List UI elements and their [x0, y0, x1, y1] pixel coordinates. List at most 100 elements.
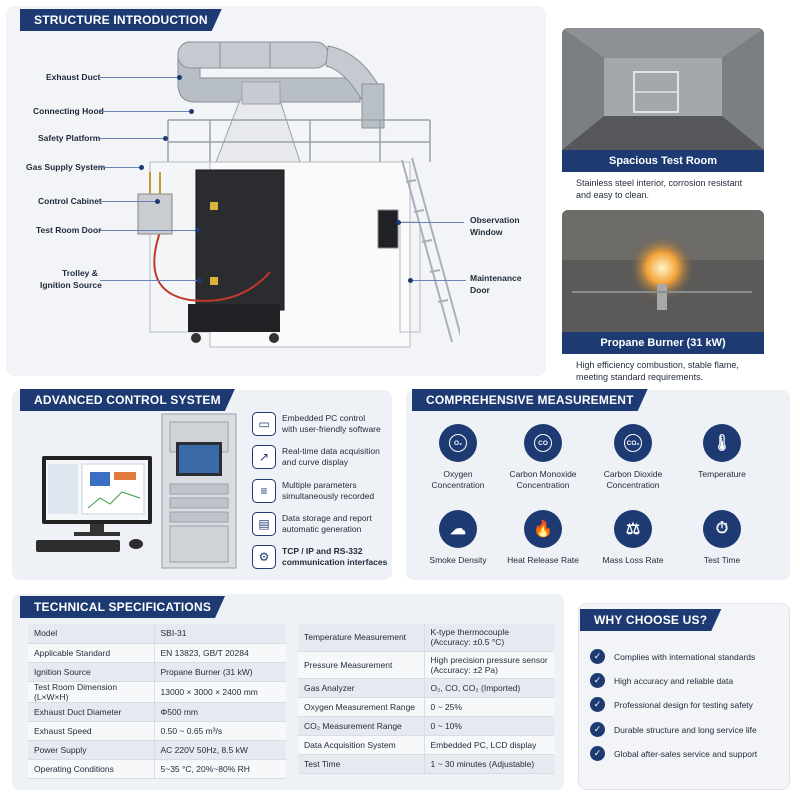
oxygen-icon: O₂: [439, 424, 477, 462]
test-room-photo: [562, 28, 764, 150]
check-icon: ✓: [590, 673, 605, 688]
measurement-label: Concentration: [431, 480, 485, 490]
machine-illustration: [137, 41, 460, 348]
spec-value: O₂, CO, CO₂ (Imported): [423, 678, 554, 698]
leader-line: [100, 278, 202, 283]
label-connecting-hood: Connecting Hood: [33, 106, 104, 116]
spec-value: 13000 × 3000 × 2400 mm: [153, 681, 286, 703]
why-item: ✓ High accuracy and reliable data: [590, 673, 733, 688]
spec-key: Test Time: [298, 754, 424, 774]
co2-icon: CO₂: [614, 424, 652, 462]
photo-card-burner: Propane Burner (31 kW) High efficiency c…: [562, 210, 764, 383]
flame-icon: 🔥: [524, 510, 562, 548]
database-icon: ≡: [252, 479, 276, 503]
measurement-label: Concentration: [606, 480, 660, 490]
spec-value: Embedded PC, LCD display: [423, 735, 554, 755]
measurement-label: Test Time: [703, 555, 741, 565]
feature-line: Embedded PC control: [282, 413, 366, 423]
table-row: Test Room Dimension (L×W×H)13000 × 3000 …: [28, 681, 286, 703]
feature-line: Multiple parameters: [282, 480, 357, 490]
spec-key: Model: [28, 624, 154, 644]
why-text: Durable structure and long service life: [614, 724, 757, 735]
measurement-label: Heat Release Rate: [507, 555, 579, 565]
control-title: ADVANCED CONTROL SYSTEM: [20, 389, 235, 411]
leader-line: [100, 228, 200, 233]
label-maintenance-line1: Maintenance: [470, 273, 522, 283]
spec-value: SBI-31: [153, 624, 286, 644]
spec-key: Gas Analyzer: [298, 678, 424, 698]
spec-key: Pressure Measurement: [298, 651, 424, 679]
photo-desc-line: and easy to clean.: [576, 190, 650, 200]
feature-line: simultaneously recorded: [282, 491, 375, 501]
photo-title: Spacious Test Room: [562, 150, 764, 172]
thermometer-icon: 🌡: [703, 424, 741, 462]
why-text: Professional design for testing safety: [614, 699, 753, 710]
label-trolley-line1: Trolley &: [62, 268, 98, 278]
spec-key: Ignition Source: [28, 662, 154, 682]
label-observation-line1: Observation: [470, 215, 520, 225]
feature-line: Real-time data acquisition: [282, 446, 380, 456]
photo-desc-line: Stainless steel interior, corrosion resi…: [576, 178, 743, 188]
spec-key: Temperature Measurement: [298, 624, 424, 652]
measurement-label: Concentration: [516, 480, 570, 490]
measurement-panel: [406, 390, 790, 580]
measurement-label: Oxygen: [443, 469, 473, 479]
smoke-icon: ☁: [439, 510, 477, 548]
spec-value: Propane Burner (31 kW): [153, 662, 286, 682]
check-icon: ✓: [590, 649, 605, 664]
spec-value: Φ500 mm: [153, 702, 286, 722]
leader-line: [100, 75, 182, 80]
spec-key: Exhaust Speed: [28, 721, 154, 741]
spec-value: 1 ~ 30 minutes (Adjustable): [423, 754, 554, 774]
check-icon: ✓: [590, 746, 605, 761]
photo-desc-line: High efficiency combustion, stable flame…: [576, 360, 739, 370]
specs-title: TECHNICAL SPECIFICATIONS: [20, 596, 225, 618]
label-exhaust-duct: Exhaust Duct: [46, 72, 101, 82]
why-panel: [578, 603, 790, 790]
feature-line: communication interfaces: [282, 557, 388, 567]
leader-line: [408, 278, 466, 283]
spec-value: EN 13823, GB/T 20284: [153, 643, 286, 663]
check-icon: ✓: [590, 722, 605, 737]
feature-line: with user-friendly software: [282, 424, 381, 434]
burner-photo: [562, 210, 764, 332]
stopwatch-icon: ⏱: [703, 510, 741, 548]
leader-line: [100, 165, 144, 170]
label-gas-supply: Gas Supply System: [26, 162, 106, 172]
control-equipment-illustration: [36, 413, 237, 569]
spec-key: Exhaust Duct Diameter: [28, 702, 154, 722]
leader-line: [100, 199, 160, 204]
spec-key: Operating Conditions: [28, 759, 154, 779]
leader-line: [100, 136, 168, 141]
why-text: Global after-sales service and support: [614, 748, 758, 759]
feature-line: TCP / IP and RS-332: [282, 546, 363, 556]
measurement-item: ⚖ Mass Loss Rate: [588, 510, 678, 566]
photo-description: High efficiency combustion, stable flame…: [562, 354, 764, 383]
why-text: Complies with international standards: [614, 651, 756, 662]
photo-card-test-room: Spacious Test Room Stainless steel inter…: [562, 28, 764, 201]
spec-key: Oxygen Measurement Range: [298, 697, 424, 717]
exhaust-duct-graphic: [177, 41, 385, 129]
label-safety-platform: Safety Platform: [38, 133, 101, 143]
spec-value: 0 ~ 10%: [423, 716, 554, 736]
measurement-item: ⏱ Test Time: [677, 510, 767, 566]
spec-key: Applicable Standard: [28, 643, 154, 663]
label-trolley-line2: Ignition Source: [40, 280, 102, 290]
feature-line: and curve display: [282, 457, 349, 467]
document-icon: ▤: [252, 512, 276, 536]
